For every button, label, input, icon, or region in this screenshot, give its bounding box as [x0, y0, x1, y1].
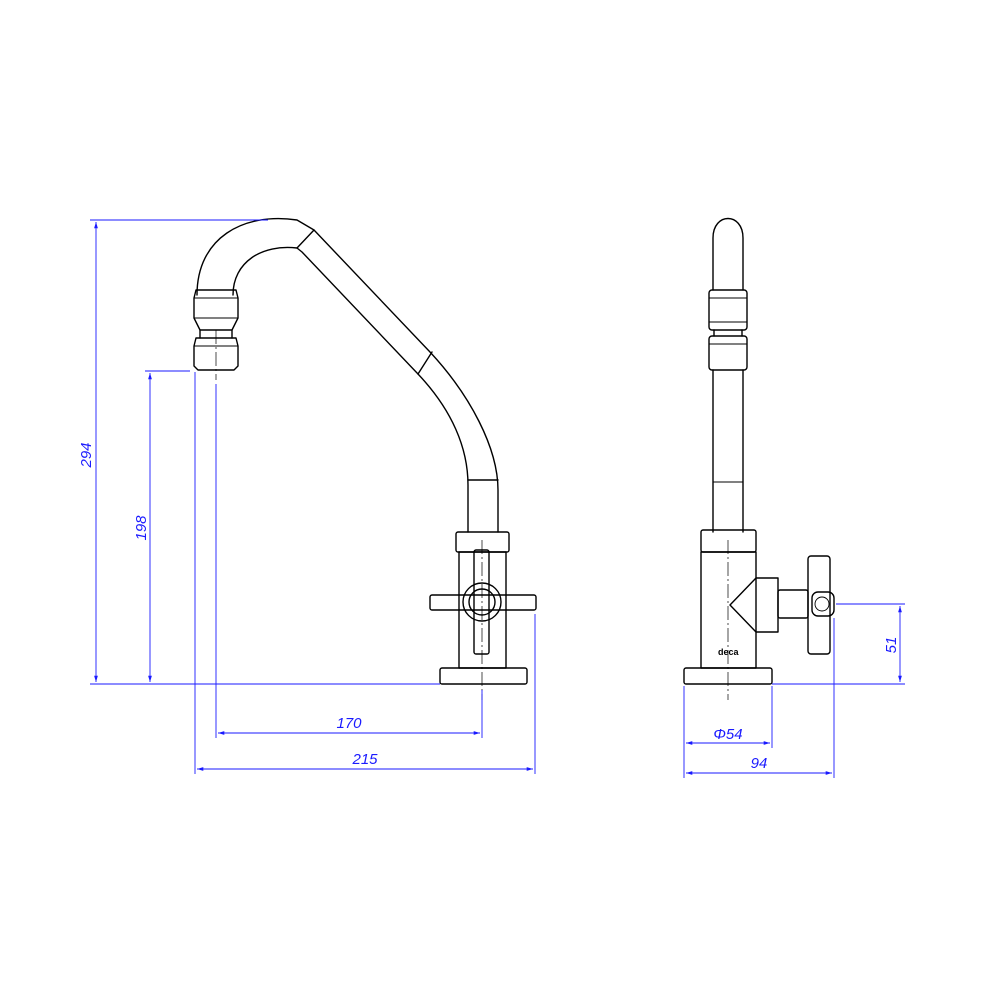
- front-spout-inner: [232, 246, 469, 533]
- side-view: deca: [683, 217, 835, 700]
- front-valve-body: [429, 531, 537, 685]
- dim-spout-height: 198: [133, 515, 150, 541]
- brand-label: deca: [718, 647, 740, 657]
- dim-total-height: 294: [78, 442, 95, 468]
- dim-spout-reach: 170: [336, 715, 362, 732]
- side-aerator: [708, 289, 748, 371]
- dimension-lines: 294 198 170 215 51 Φ54 94: [78, 219, 905, 778]
- dim-side-width: 94: [751, 755, 768, 772]
- side-valve-body: deca: [683, 529, 835, 685]
- dim-total-width: 215: [351, 751, 378, 768]
- dim-base-diameter: Φ54: [713, 726, 742, 743]
- front-view: [193, 218, 537, 700]
- side-spout-cap: [712, 217, 744, 291]
- front-aerator: [193, 289, 239, 371]
- front-spout-outer: [196, 218, 499, 533]
- dim-handle-height: 51: [883, 637, 900, 654]
